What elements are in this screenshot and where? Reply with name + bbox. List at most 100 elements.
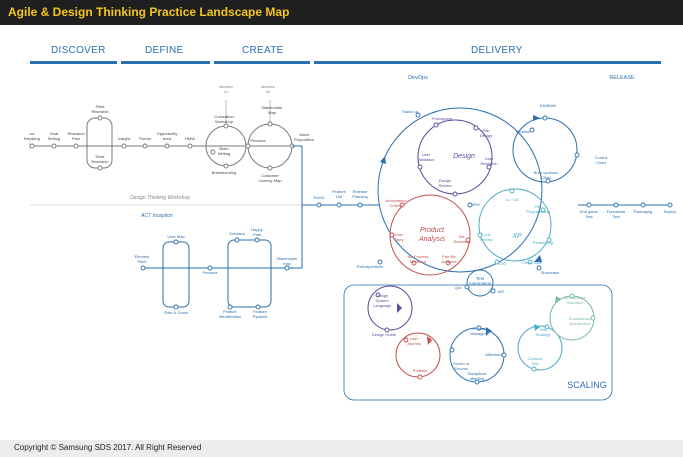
node-design-review: [452, 191, 458, 197]
node-biz-process-modeling: [411, 260, 417, 266]
node-tdd: [494, 259, 500, 265]
node-stakeholder-map: [267, 121, 273, 127]
project-managing-arrow: [486, 327, 492, 335]
xp-circle: [478, 188, 552, 262]
label-clean-code: Clean code: [522, 260, 543, 265]
node-user-validation: [417, 164, 423, 170]
node-prototyping: [433, 122, 439, 128]
label-devops: DevOps: [408, 75, 428, 81]
node-refactoring: [546, 237, 552, 243]
node-brainstorming: [223, 163, 229, 169]
label-persona-2: Persona: [203, 270, 219, 275]
node-user-story: [389, 232, 395, 238]
label-scenario: Scenario: [229, 231, 246, 236]
node-happy-path: [254, 237, 260, 243]
node-research-plan: [73, 143, 79, 149]
copyright: Copyright © Samsung SDS 2017. All Right …: [14, 443, 202, 452]
node-design-guide: [384, 327, 390, 333]
node-test-strategy: [544, 324, 550, 330]
label-hmw: HMW: [185, 136, 195, 141]
phase-discover: DISCOVER: [51, 45, 106, 56]
cycle-arrow-1: [380, 156, 386, 164]
phase-bar-define: [121, 61, 210, 64]
test-strategy-circle: [517, 325, 563, 371]
node-opportunity-area: [164, 143, 170, 149]
label-insight: Insight: [118, 136, 131, 141]
node-role-goals: [173, 304, 179, 310]
label-user-map: User Map: [167, 234, 185, 239]
footer: Copyright © Samsung SDS 2017. All Right …: [0, 440, 683, 457]
node-clean-code: [527, 259, 533, 265]
node-acceptance-criteria: [399, 202, 405, 208]
scenario-group: [227, 239, 272, 308]
delivery-cycle: [377, 107, 543, 273]
label-ci-cd: CI / CD: [505, 197, 518, 202]
label-rasd: RASD: [313, 195, 324, 200]
node-disciplines-meeting: [474, 379, 480, 385]
label-ipm: IPM: [472, 202, 479, 207]
label-design: Design: [453, 153, 475, 160]
connector-to-delivery: [292, 145, 303, 268]
node-biz-research: [465, 237, 471, 243]
phase-bar-create: [214, 61, 310, 64]
label-qui: QUI: [454, 285, 461, 290]
label-stand-up: Stand up: [402, 109, 419, 114]
label-design-guide: Design Guide: [372, 332, 397, 337]
node-insight: [121, 143, 127, 149]
test-strategy-arrow: [534, 324, 540, 331]
node-milestone: [501, 352, 507, 358]
page-title: Agile & Design Thinking Practice Landsca…: [8, 5, 290, 19]
node-evolutionary-architecture: [590, 315, 596, 321]
phase-bar-delivery: [314, 61, 661, 64]
label-ideation-1: Ideation#1: [219, 84, 233, 94]
node-feature-identification: [227, 304, 233, 310]
phase-bar-discover: [30, 61, 117, 64]
test-automation-circle: [466, 269, 494, 297]
kanban-arrow: [533, 115, 540, 121]
node-pair-programming: [540, 207, 546, 213]
node-showcase: [536, 265, 542, 271]
label-role-goals: Role & Goals: [164, 310, 188, 315]
user-map-group: [162, 241, 190, 308]
node-brain-writing: [210, 149, 216, 155]
title-bar: Agile & Design Thinking Practice Landsca…: [0, 0, 683, 25]
label-prototyping: Prototyping: [432, 116, 452, 121]
node-packaging: [640, 202, 646, 208]
node-qui: [464, 284, 470, 290]
section-design-thinking-workshop: Design Thinking Workshop: [130, 195, 190, 201]
node-ice-breaking: [29, 143, 35, 149]
node-user-research: [486, 164, 492, 170]
label-refactoring: Refactoring: [533, 240, 553, 245]
label-tdd: TDD: [498, 261, 506, 266]
label-milestone: Milestone: [485, 352, 503, 357]
node-api: [490, 288, 496, 294]
label-packaging: Packaging: [634, 209, 653, 214]
node-field-research: [97, 115, 103, 121]
label-iteration: Iteration: [516, 129, 530, 134]
